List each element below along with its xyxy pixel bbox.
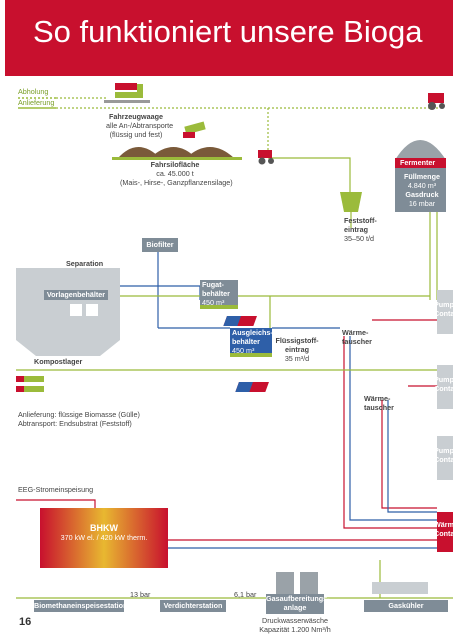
tractor-mid <box>258 150 274 165</box>
heat-exchanger-label-1: Wärme-tauscher <box>342 328 372 346</box>
separation-hopper <box>16 340 120 356</box>
legend-delivery: Anlieferung <box>18 98 55 107</box>
pressure-label-1: 13 bar <box>130 590 151 599</box>
pump-container-1 <box>437 290 453 334</box>
heat-exchanger-2 <box>235 382 269 392</box>
fermenter-title: Fermenter <box>400 158 436 167</box>
pump-container-label-2: PumpeConta <box>434 375 453 393</box>
heat-container <box>437 512 453 552</box>
equalizer-base <box>230 353 272 357</box>
silage-mound-1 <box>118 147 160 158</box>
separation-title: Separation <box>66 259 104 268</box>
tractor-top <box>428 93 445 110</box>
pump-container-2 <box>437 365 453 409</box>
legend-pickup: Abholung <box>18 87 49 96</box>
pressure-label-2: 6,1 bar <box>234 590 257 599</box>
fermenter-body <box>395 168 446 212</box>
gas-cooler-box: Gaskühler (Gastrockner) <box>364 600 448 622</box>
fermenter-band <box>395 158 446 168</box>
eeg-label: EEG-Stromeinspeisung <box>18 485 94 494</box>
scale-label: Fahrzeugwaage alle An-/Abtransporte (flü… <box>106 112 174 139</box>
silo-label: Fahrsilofläche ca. 45.000 t (Mais-, Hirs… <box>120 160 233 187</box>
pump-container-3 <box>437 436 453 480</box>
solid-input-label: Feststoff- eintrag 35–50 t/d <box>344 216 377 243</box>
gas-cooler-unit <box>372 582 428 594</box>
biomethane-station: Biomethaneinspeisestation <box>34 600 128 612</box>
separation-unit <box>16 268 120 340</box>
bhkw-unit <box>40 508 168 568</box>
heat-exchanger-1 <box>223 316 257 326</box>
heat-exchanger-label-2: Wärme-tauscher <box>364 394 394 412</box>
page-number: 16 <box>19 616 32 628</box>
loader-truck <box>183 121 206 138</box>
compressor-station: Verdichterstation <box>160 600 226 612</box>
pump-container-label-3: PumpeConta <box>434 446 453 464</box>
route-to-feed <box>268 157 351 192</box>
fermenter-data: Füllmenge 4.840 m³ Gasdruck 16 mbar <box>404 172 440 208</box>
liquid-input-label: Flüssigstoff- eintrag 35 m³/d <box>275 336 319 363</box>
compost-label: Kompostlager <box>34 357 83 366</box>
fermenter-dome <box>395 140 446 160</box>
gas-prep-unit: Gasaufbereitungs-anlage <box>266 594 330 614</box>
separation-tank: Vorlagenbehälter <box>44 290 108 300</box>
header-bar: So funktioniert unsere Bioga <box>5 0 453 76</box>
solid-feed-hopper <box>340 192 362 212</box>
heat-container-label: WärmeConta <box>434 520 453 538</box>
scale-platform <box>104 100 150 103</box>
silo-floor <box>112 157 242 160</box>
gas-prep-tanks <box>276 572 318 594</box>
silage-mound-3 <box>186 147 234 158</box>
pump-container-label-1: PumpeConta <box>434 300 453 318</box>
page-title: So funktioniert unsere Bioga <box>33 14 423 49</box>
fugat-base <box>200 305 238 309</box>
trucks-bottom <box>16 376 44 392</box>
silage-mound-2 <box>150 147 196 158</box>
bhkw-label: BHKW 370 kW el. / 420 kW therm. <box>60 523 148 543</box>
transport-note: Anlieferung: flüssige Biomasse (Gülle) A… <box>18 410 140 428</box>
truck-top <box>115 83 143 98</box>
biofilter-box: Biofilter <box>142 238 178 252</box>
